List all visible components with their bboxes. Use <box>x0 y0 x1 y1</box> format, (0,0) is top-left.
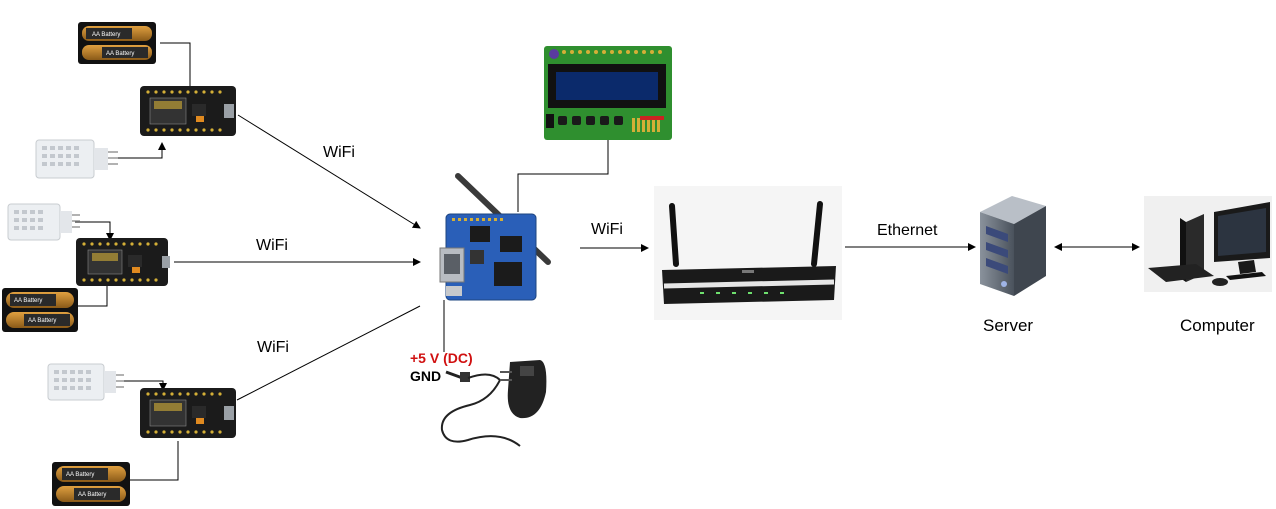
server-icon <box>980 196 1046 296</box>
lcd-wire <box>517 140 609 212</box>
wifi-label-mid: WiFi <box>256 237 288 254</box>
dht-sensor-icon <box>7 203 80 241</box>
sensor-link-mid <box>75 221 114 241</box>
power-ground-label: GND <box>410 368 442 384</box>
nodemcu-board-icon <box>140 86 236 136</box>
wifi-link-top <box>237 114 421 229</box>
power-voltage-label: +5 V (DC) <box>410 350 473 366</box>
lcd-shield-icon <box>544 46 672 140</box>
wifi-label-bottom: WiFi <box>257 339 289 356</box>
computer-label: Computer <box>1180 316 1255 335</box>
battery-label: AA Battery <box>92 32 120 38</box>
battery-wire-top <box>160 42 191 88</box>
battery-wire-mid <box>78 285 108 307</box>
orange-pi-board-icon <box>439 173 551 301</box>
server-label: Server <box>983 316 1034 335</box>
desktop-computer-icon <box>1144 196 1272 292</box>
dht-sensor-icon <box>35 139 118 179</box>
battery-label: AA Battery <box>28 318 56 324</box>
battery-label: AA Battery <box>66 472 94 478</box>
battery-holder-bottom: AA Battery AA Battery <box>52 462 130 506</box>
battery-label: AA Battery <box>14 298 42 304</box>
nodemcu-board-icon <box>76 238 170 286</box>
sensor-link-bottom <box>124 380 167 391</box>
battery-wire-bottom <box>130 441 179 481</box>
wifi-label-router: WiFi <box>591 221 623 238</box>
wifi-label-top: WiFi <box>323 144 355 161</box>
battery-label: AA Battery <box>106 51 134 57</box>
wifi-link-bottom <box>236 305 421 401</box>
battery-label: AA Battery <box>78 492 106 498</box>
wifi-router-icon <box>654 186 842 320</box>
dht-sensor-icon <box>47 363 124 401</box>
connection-lines <box>75 42 1140 481</box>
power-adapter-icon <box>440 360 547 447</box>
nodemcu-board-icon <box>140 388 236 438</box>
ethernet-label: Ethernet <box>877 222 938 239</box>
sensor-link-top <box>118 142 166 159</box>
battery-holder-top: AA Battery AA Battery <box>78 22 156 64</box>
battery-holder-mid: AA Battery AA Battery <box>2 288 78 332</box>
